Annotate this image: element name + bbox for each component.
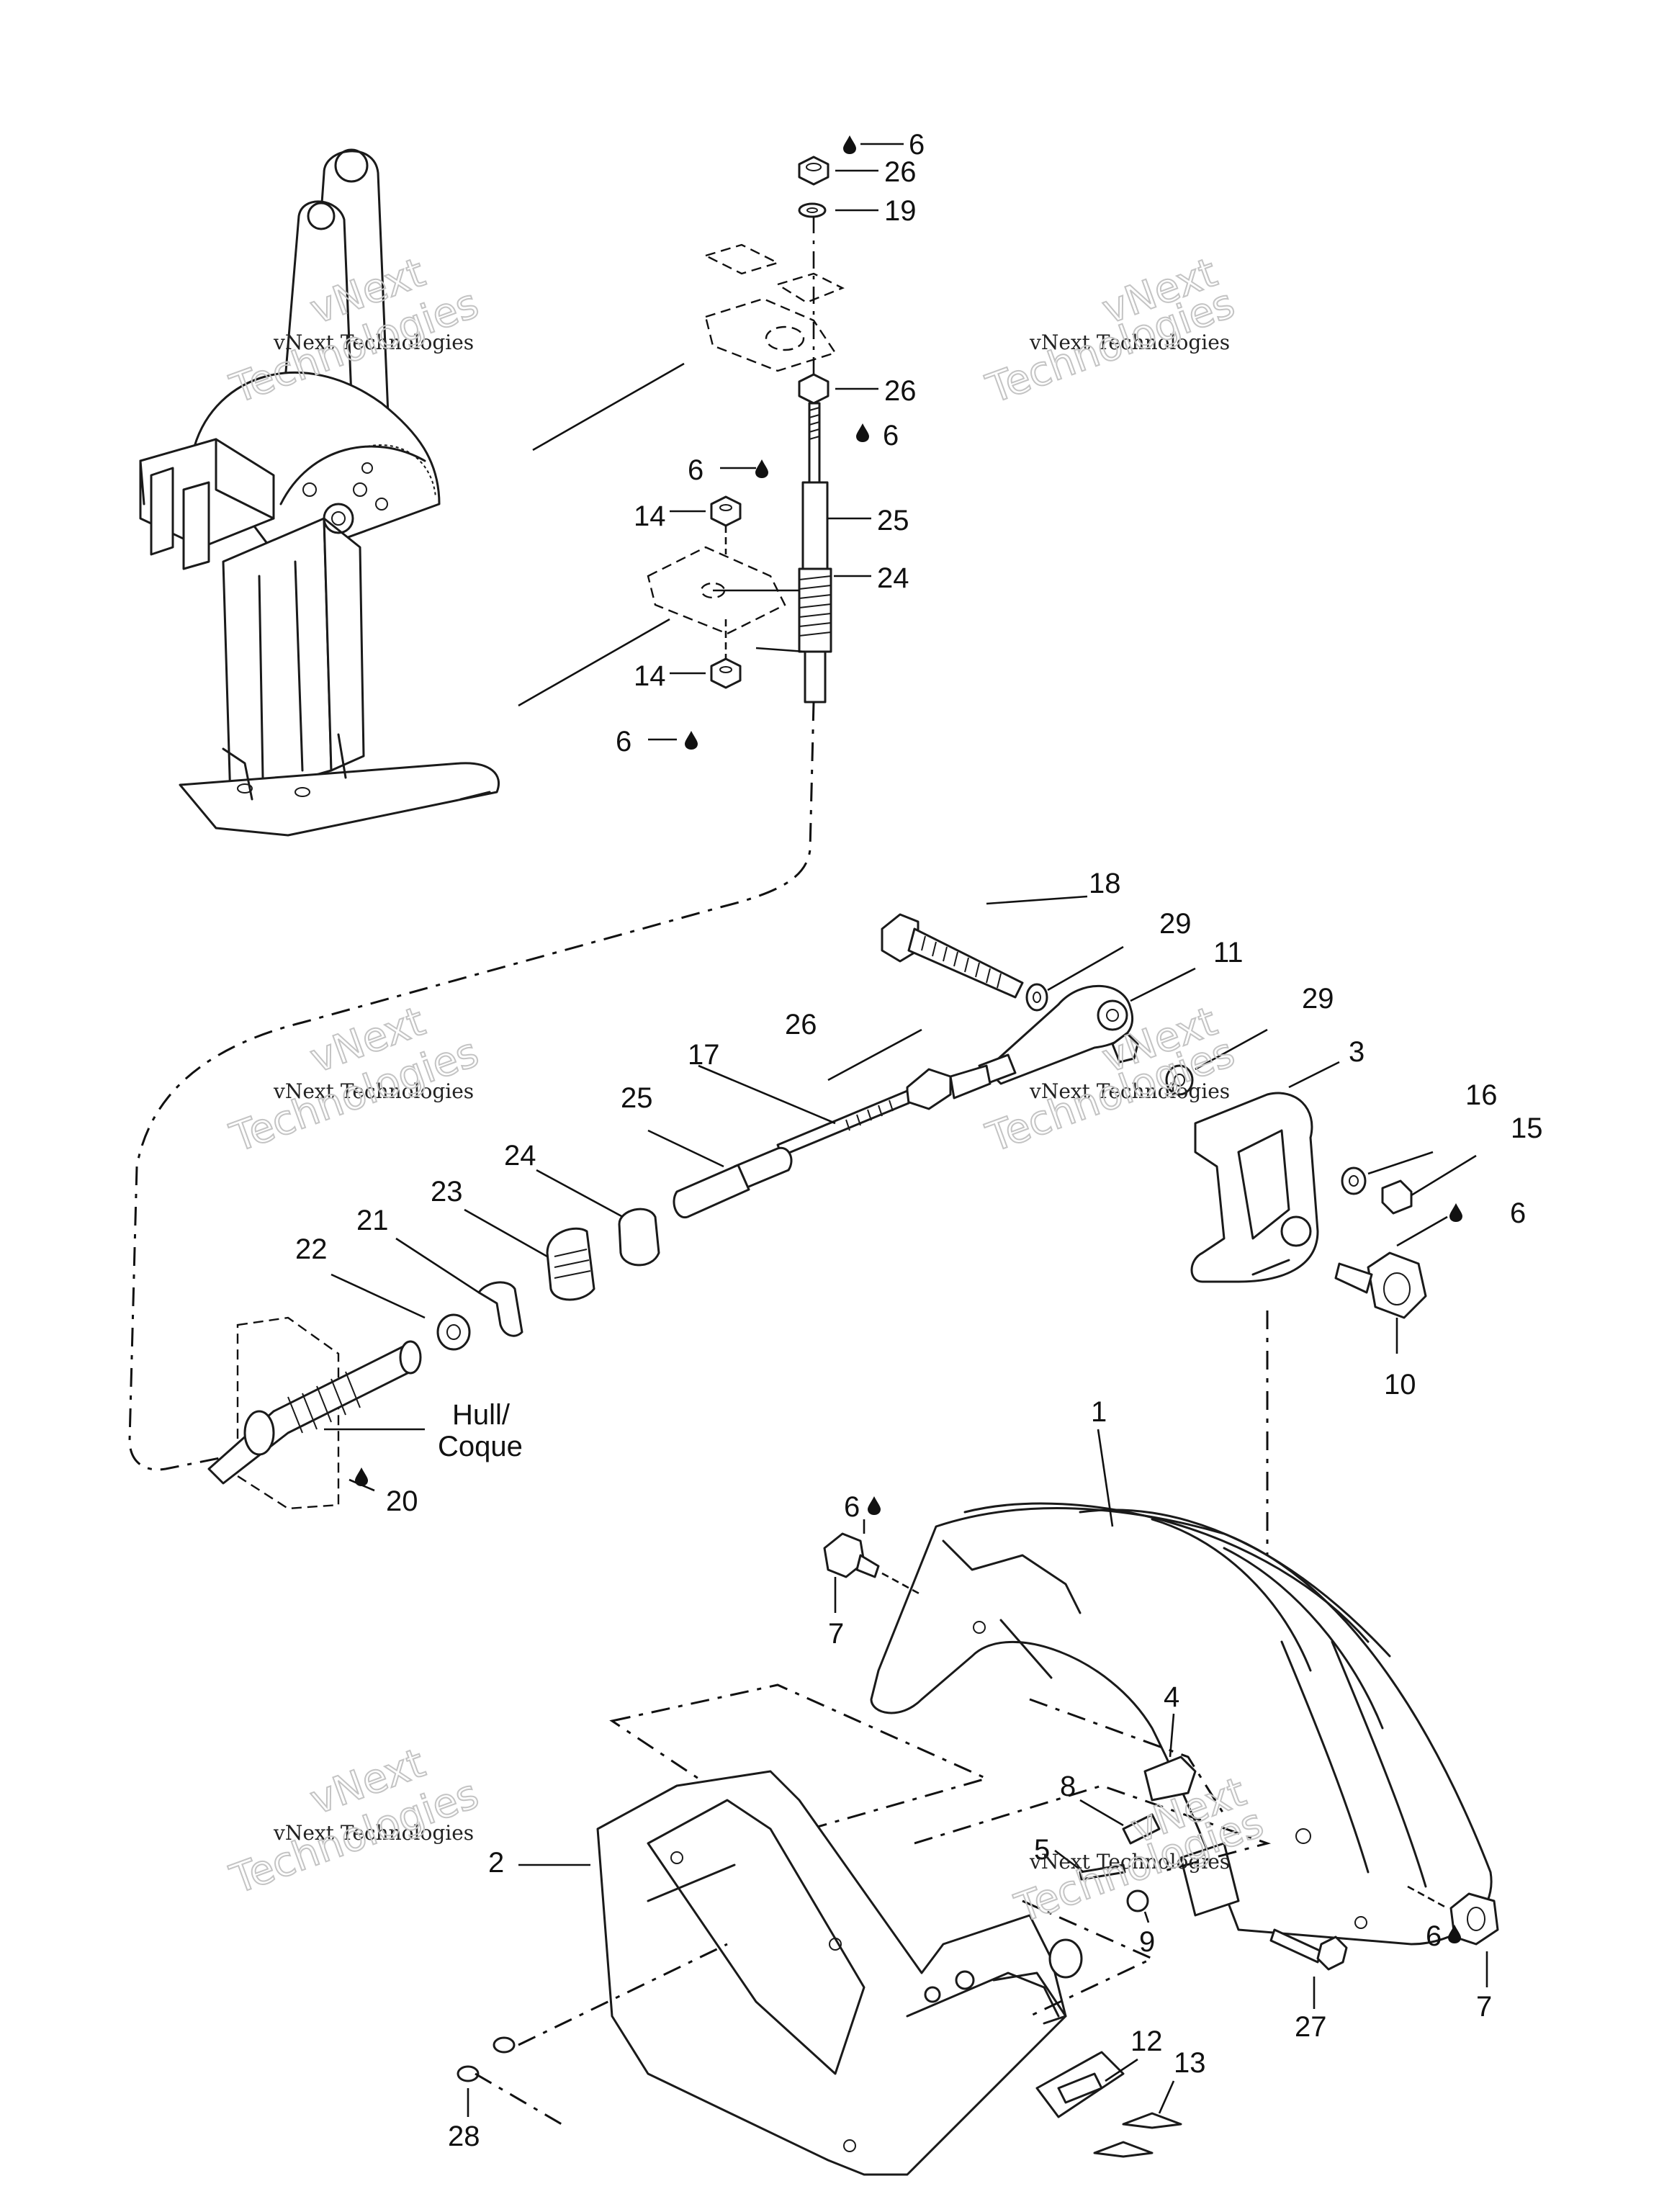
svg-text:vNext Technologies: vNext Technologies (273, 1079, 474, 1103)
label-2: 2 (488, 1847, 504, 1879)
oil-drop-icon (856, 423, 869, 442)
oil-drop-icon (868, 1496, 881, 1515)
label-14: 14 (634, 500, 666, 532)
label-20: 20 (386, 1485, 418, 1517)
lower-housing (457, 1683, 1182, 2176)
label-24: 24 (504, 1140, 536, 1172)
label-12: 12 (1130, 2026, 1163, 2057)
label-6: 6 (688, 454, 703, 486)
watermark: vNext vNext Technologies Technologies (224, 1739, 485, 1904)
label-16: 16 (1465, 1079, 1498, 1111)
label-26: 26 (884, 375, 917, 407)
svg-text:vNext Technologies: vNext Technologies (1029, 331, 1230, 354)
label-27: 27 (1295, 2011, 1327, 2043)
label-5: 5 (1034, 1834, 1050, 1866)
label-22: 22 (295, 1233, 328, 1265)
oil-drop-icon (685, 731, 698, 750)
label-6: 6 (1426, 1920, 1442, 1952)
label-26: 26 (785, 1009, 817, 1040)
label-28: 28 (448, 2121, 480, 2152)
label-3: 3 (1349, 1036, 1364, 1068)
label-1: 1 (1091, 1396, 1107, 1428)
oil-drop-icon (355, 1467, 368, 1486)
label-21: 21 (356, 1205, 389, 1236)
label-13: 13 (1174, 2047, 1206, 2079)
label-17: 17 (688, 1039, 720, 1071)
label-23: 23 (431, 1176, 463, 1208)
label-11: 11 (1213, 937, 1244, 968)
label-15: 15 (1511, 1112, 1543, 1144)
svg-text:vNext Technologies: vNext Technologies (273, 1821, 474, 1845)
oil-drop-icon (843, 135, 856, 154)
hull-label: Hull/ (452, 1399, 511, 1431)
label-8: 8 (1060, 1771, 1076, 1802)
label-6: 6 (883, 420, 899, 451)
watermark: vNext vNext Technologies Technologies (980, 248, 1241, 413)
svg-text:vNext Technologies: vNext Technologies (1029, 1850, 1230, 1874)
oil-drop-icon (755, 459, 768, 478)
coque-label: Coque (438, 1431, 523, 1462)
label-14: 14 (634, 660, 666, 692)
label-7: 7 (1476, 1991, 1492, 2023)
label-6: 6 (1510, 1197, 1526, 1229)
label-6: 6 (844, 1491, 860, 1523)
svg-text:vNext Technologies: vNext Technologies (1029, 1079, 1230, 1103)
label-18: 18 (1089, 868, 1121, 899)
label-6: 6 (909, 129, 925, 161)
part-labels: 6 26 19 26 6 6 14 25 24 14 6 18 29 11 29… (295, 129, 1543, 2152)
control-lever-assembly (139, 148, 685, 837)
label-25: 25 (877, 505, 909, 536)
label-29: 29 (1302, 983, 1334, 1015)
leader-lines (331, 143, 1488, 2117)
cable-route-dashed (128, 701, 815, 1471)
label-10: 10 (1384, 1369, 1416, 1401)
label-7: 7 (828, 1618, 844, 1650)
deflector-assembly (823, 1502, 1499, 1971)
label-29: 29 (1159, 908, 1192, 940)
label-19: 19 (884, 195, 917, 227)
label-25: 25 (621, 1082, 653, 1114)
label-26: 26 (884, 156, 917, 188)
svg-text:vNext Technologies: vNext Technologies (273, 331, 474, 354)
label-24: 24 (877, 562, 909, 594)
label-9: 9 (1139, 1926, 1155, 1958)
oil-drop-icon (1449, 1203, 1462, 1222)
label-6: 6 (616, 726, 631, 757)
lower-cable-assembly (207, 913, 1427, 1510)
label-4: 4 (1164, 1681, 1179, 1713)
watermark: vNext vNext Technologies Technologies (224, 997, 485, 1162)
upper-cable-end (647, 156, 845, 703)
